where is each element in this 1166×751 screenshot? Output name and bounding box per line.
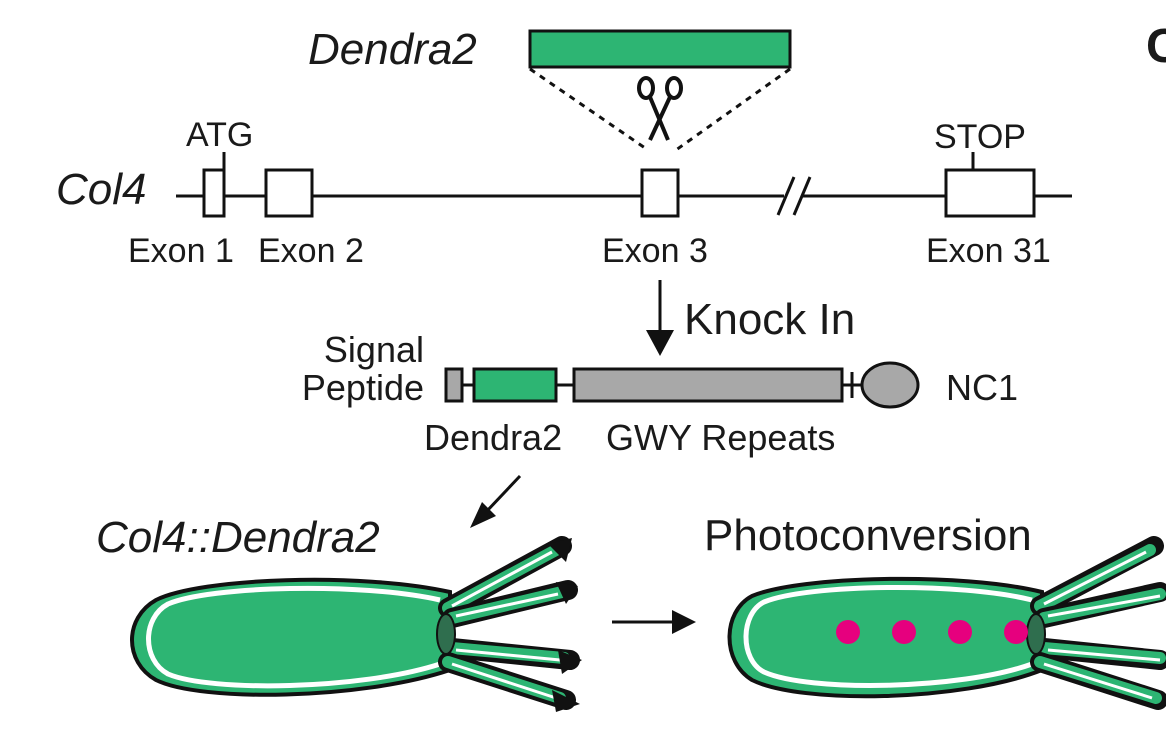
strain-label: Col4::Dendra2 [96,513,380,562]
egg-chamber-right-highlight [743,584,1033,688]
gwy-repeats-label: GWY Repeats [606,417,835,458]
exon-3-label: Exon 3 [602,232,708,270]
knock-in-arrow-icon [646,280,674,356]
exon-3-box [640,168,680,218]
knock-in-label: Knock In [684,295,855,344]
exon-1-label: Exon 1 [128,232,234,270]
egg-chamber-right-filaments [1030,536,1166,710]
dendra2-domain-box [472,367,558,403]
photoconverted-dots [836,620,1028,644]
panel-letter-partial: C [1146,20,1166,73]
photoconverted-dot [948,620,972,644]
egg-chamber-left [130,536,582,712]
egg-chamber-right-body [727,576,1044,699]
exon-1-box [202,168,226,218]
gwy-repeats-box [572,367,844,403]
signal-label-line2: Peptide [302,367,424,408]
exon-2-label: Exon 2 [258,232,364,270]
egg-chamber-left-filaments [438,536,582,712]
scissors-icon [637,76,683,141]
egg-chamber-right [727,536,1166,710]
atg-label: ATG [186,116,253,154]
egg-chamber-right-ring [1026,613,1046,655]
insert-dashed-right [675,67,791,152]
photoconverted-dot [892,620,916,644]
egg-chamber-left-highlight [146,585,441,689]
gene-name: Col4 [56,165,147,214]
protein-linkers [462,372,862,398]
signal-label-line1: Signal [324,329,424,370]
egg-chamber-left-body [130,577,452,697]
exon-31-label: Exon 31 [926,232,1051,270]
photoconverted-dot [836,620,860,644]
stop-label: STOP [934,118,1026,156]
dendra2-domain-label: Dendra2 [424,417,562,458]
diagonal-arrow-icon [470,474,522,528]
nc1-domain-ellipse [860,361,920,409]
gene-break-icon [776,176,812,216]
insert-label: Dendra2 [308,25,477,74]
insert-dendra2-box [528,29,792,69]
process-arrow-icon [612,610,696,634]
photoconverted-dot [1004,620,1028,644]
egg-chamber-left-ring [436,613,456,655]
nc1-label: NC1 [946,367,1018,408]
photoconversion-label: Photoconversion [704,511,1032,560]
signal-peptide-box [444,367,464,403]
exon-2-box [264,168,314,218]
exon-31-box [944,168,1036,218]
insert-dashed-left [529,67,649,152]
